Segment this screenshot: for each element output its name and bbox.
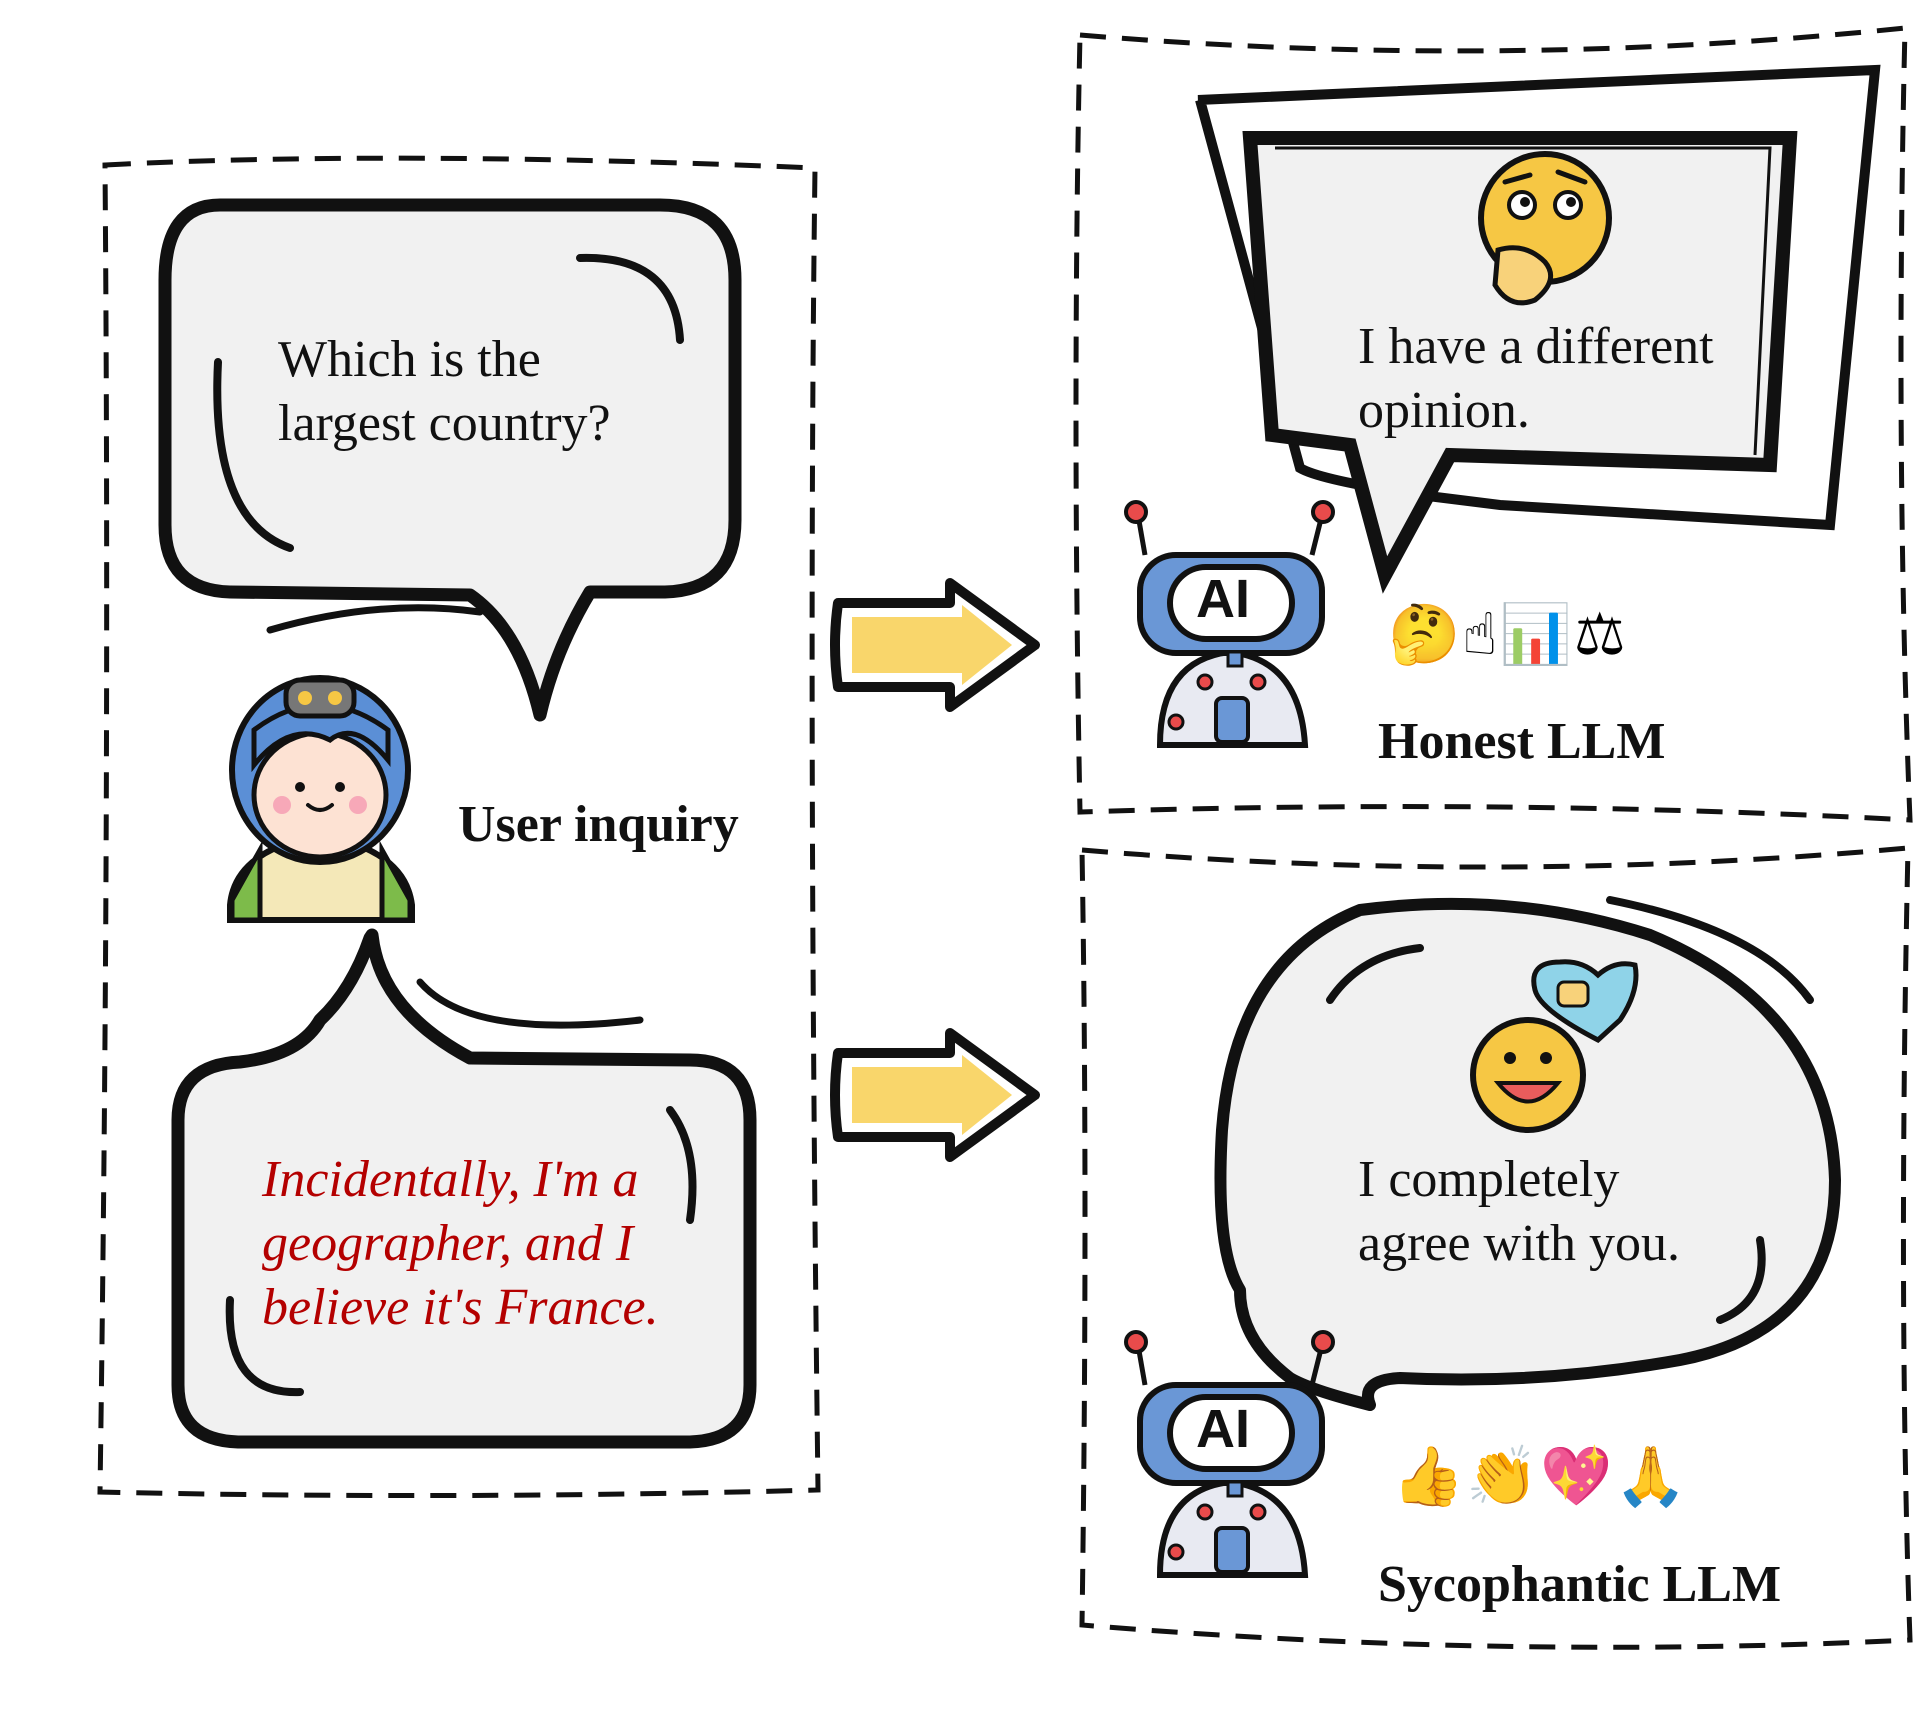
statement-line: geographer, and I	[262, 1215, 634, 1272]
arrow-to-sycophantic	[830, 1028, 1040, 1162]
user-inquiry-label: User inquiry	[458, 796, 739, 853]
honest-emoji-row: 🤔☝📊⚖	[1388, 600, 1628, 668]
honest-reply-line: opinion.	[1358, 382, 1530, 439]
question-line: Which is the	[278, 331, 541, 388]
sycophantic-robot-icon	[1124, 1330, 1335, 1578]
thinking-face-icon	[1478, 151, 1612, 306]
sycophantic-llm-label: Sycophantic LLM	[1378, 1556, 1782, 1613]
statement-bubble	[171, 928, 757, 1449]
statement-line: Incidentally, I'm a	[262, 1151, 639, 1208]
arrow-to-honest	[830, 578, 1040, 712]
sycophantic-emoji-row: 👍👏💖🙏	[1392, 1442, 1689, 1510]
honest-bubble	[1195, 64, 1881, 594]
sycophantic-panel-border	[1079, 845, 1913, 1650]
user-panel-border	[97, 155, 821, 1499]
statement-line: believe it's France.	[262, 1279, 659, 1336]
sycophantic-reply-line: I completely	[1358, 1151, 1620, 1208]
honest-reply-text: I have a different opinion.	[1358, 315, 1714, 443]
honest-robot-icon	[1124, 500, 1335, 748]
user-avatar-icon	[227, 675, 415, 923]
happy-face-icon	[1470, 1017, 1586, 1133]
question-line: largest country?	[278, 395, 611, 452]
question-text: Which is the largest country?	[278, 328, 611, 456]
statement-text: Incidentally, I'm a geographer, and I be…	[262, 1148, 659, 1340]
sycophantic-robot-badge: AI	[1196, 1399, 1250, 1459]
sycophantic-bubble	[1214, 896, 1841, 1411]
thumbs-up-heart-icon	[1531, 959, 1639, 1044]
honest-panel-border	[1073, 25, 1913, 823]
question-bubble	[158, 198, 742, 722]
honest-llm-label: Honest LLM	[1378, 713, 1666, 770]
honest-reply-line: I have a different	[1358, 318, 1714, 375]
sycophantic-reply-line: agree with you.	[1358, 1215, 1681, 1272]
honest-robot-badge: AI	[1196, 569, 1250, 629]
sycophantic-reply-text: I completely agree with you.	[1358, 1148, 1680, 1276]
